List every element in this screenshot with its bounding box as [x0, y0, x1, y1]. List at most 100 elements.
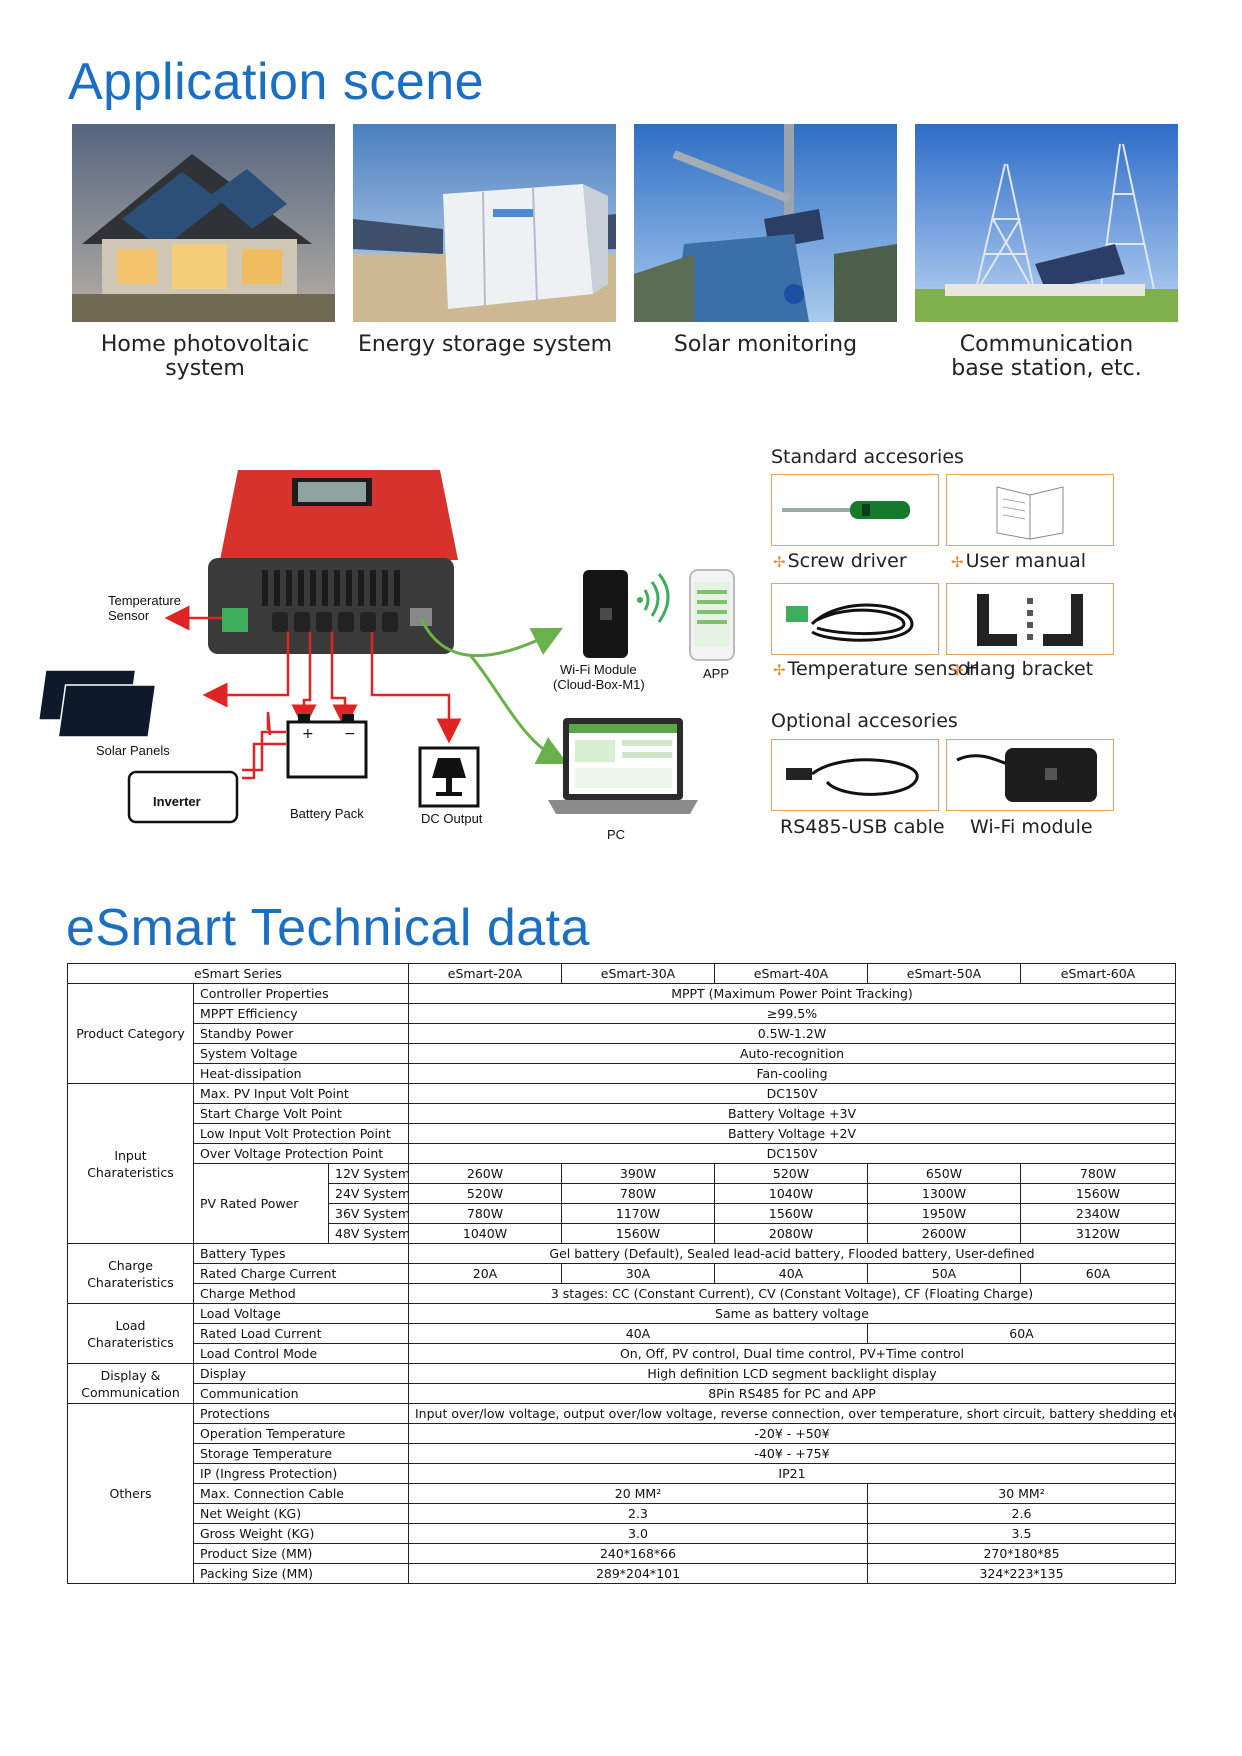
property-value: 40A [714, 1263, 868, 1284]
property-label: MPPT Efficiency [193, 1003, 409, 1024]
home-pv-photo [72, 124, 335, 322]
property-label: Start Charge Volt Point [193, 1103, 409, 1124]
svg-text:−: − [344, 726, 356, 742]
system-label: 36V System [328, 1203, 409, 1224]
pc-laptop [548, 718, 698, 814]
battery-illustration: +− [286, 714, 368, 779]
pv-value: 390W [561, 1163, 715, 1184]
solar-panels-label: Solar Panels [96, 743, 170, 758]
property-label: Low Input Volt Protection Point [193, 1123, 409, 1144]
category-cell: Input Charateristics [67, 1083, 194, 1244]
table-row: Storage Temperature-40¥ - +75¥ [68, 1443, 1176, 1464]
pv-value: 1560W [714, 1203, 868, 1224]
solar-panels-illustration [37, 669, 157, 738]
dc-output-label: DC Output [421, 811, 483, 826]
table-row: Load Charateristics Load Voltage Same as… [67, 1303, 1176, 1364]
solar-monitoring-caption: Solar monitoring [673, 332, 858, 357]
bullet-icon: ✢ [951, 553, 964, 571]
table-row: Input Charateristics Max. PV Input Volt … [67, 1083, 1176, 1244]
property-value: 40A [408, 1323, 868, 1344]
property-label: Battery Types [193, 1243, 409, 1264]
property-label: Standby Power [193, 1023, 409, 1044]
property-value: MPPT (Maximum Power Point Tracking) [408, 983, 1176, 1004]
screw-driver-caption: ✢Screw driver [773, 550, 907, 572]
communication-base-caption: Communication base station, etc. [915, 333, 1178, 381]
property-value: Gel battery (Default), Sealed lead-acid … [408, 1243, 1176, 1264]
wifi-module-accessory-caption: Wi-Fi module [970, 816, 1093, 838]
model-header: eSmart-20A [408, 963, 562, 984]
wiring-diagram: +− [37, 470, 735, 824]
property-value: 240*168*66 [408, 1543, 868, 1564]
standard-accessories-title: Standard accesories [771, 446, 964, 468]
property-value: On, Off, PV control, Dual time control, … [408, 1343, 1176, 1364]
property-label: Max. PV Input Volt Point [193, 1083, 409, 1104]
property-label: Rated Charge Current [193, 1263, 409, 1284]
bullet-icon: ✢ [773, 661, 786, 679]
property-label: Net Weight (KG) [193, 1503, 409, 1524]
hang-bracket-image [946, 583, 1114, 655]
property-value: High definition LCD segment backlight di… [408, 1363, 1176, 1384]
energy-storage-caption: Energy storage system [357, 332, 613, 357]
pv-value: 1950W [867, 1203, 1021, 1224]
temperature-sensor-label-2: Sensor [108, 608, 150, 623]
property-label: System Voltage [193, 1043, 409, 1064]
property-value: Auto-recognition [408, 1043, 1176, 1064]
property-value: 2.6 [867, 1503, 1176, 1524]
table-row: Charge Charateristics Battery Types Gel … [67, 1243, 1176, 1304]
table-row: Product Category Controller Properties M… [67, 983, 1176, 1084]
property-label: Max. Connection Cable [193, 1483, 409, 1504]
rs485-usb-cable-image [771, 739, 939, 811]
property-value: 0.5W-1.2W [408, 1023, 1176, 1044]
property-value: 50A [867, 1263, 1021, 1284]
bullet-icon: ✢ [773, 553, 786, 571]
model-header: eSmart-60A [1020, 963, 1176, 984]
controller-unit [208, 470, 458, 654]
property-label: Communication [193, 1383, 409, 1404]
app-phone [689, 569, 735, 661]
temperature-sensor-image [771, 583, 939, 655]
property-value: 30A [561, 1263, 715, 1284]
property-value: 3.5 [867, 1523, 1176, 1544]
pv-value: 780W [1020, 1163, 1176, 1184]
property-label: Heat-dissipation [193, 1063, 409, 1084]
property-value: 2.3 [408, 1503, 868, 1524]
property-value: 20 MM² [408, 1483, 868, 1504]
pv-value: 1170W [561, 1203, 715, 1224]
wifi-module-label-2: (Cloud-Box-M1) [553, 677, 645, 692]
screw-driver-image [771, 474, 939, 546]
pc-label: PC [607, 827, 626, 842]
table-row: Operation Temperature-20¥ - +50¥ [68, 1423, 1176, 1444]
home-pv-caption: Home photovoltaic system [100, 332, 310, 381]
temperature-sensor-caption: ✢Temperature sensor [773, 658, 977, 680]
system-label: 24V System [328, 1183, 409, 1204]
wifi-module-device [583, 570, 670, 658]
pv-value: 520W [714, 1163, 868, 1184]
communication-caption-line1: Communication [959, 332, 1134, 357]
pv-value: 1040W [408, 1223, 562, 1244]
property-label: Gross Weight (KG) [193, 1523, 409, 1544]
property-value: 289*204*101 [408, 1563, 868, 1584]
property-value: Fan-cooling [408, 1063, 1176, 1084]
property-label: Product Size (MM) [193, 1543, 409, 1564]
property-value: 324*223*135 [867, 1563, 1176, 1584]
property-value: ≥99.5% [408, 1003, 1176, 1024]
table-row: eSmart Series eSmart-20A eSmart-30A eSma… [67, 963, 1176, 984]
system-label: 48V System [328, 1223, 409, 1244]
table-row: Display & Communication Display High def… [67, 1363, 1176, 1404]
user-manual-caption: ✢User manual [951, 550, 1087, 572]
property-label: Packing Size (MM) [193, 1563, 409, 1584]
property-label: Load Control Mode [193, 1343, 409, 1364]
